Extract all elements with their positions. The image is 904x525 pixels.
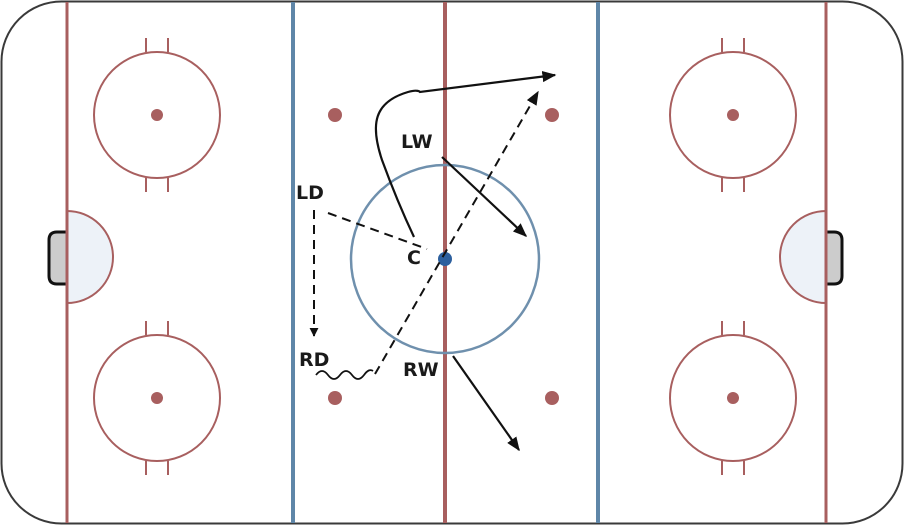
right-net (824, 230, 844, 286)
center-skating-path (374, 71, 557, 238)
center-faceoff-dot (438, 252, 452, 266)
rd-skating-squiggle (315, 369, 374, 380)
faceoff-circle-right-top (669, 38, 797, 192)
player-label-rw: RW (403, 359, 439, 381)
pass-rd-to-lw-stretch (374, 90, 539, 375)
left-goal-crease (66, 209, 114, 305)
neutral-dot-bottom-left (328, 391, 342, 405)
faceoff-circle-right-bottom (669, 321, 797, 475)
player-label-lw: LW (401, 131, 433, 153)
right-goal-crease (779, 209, 827, 305)
left-net (47, 230, 69, 286)
rw-skating-path (452, 355, 520, 452)
neutral-dot-top-left (328, 108, 342, 122)
faceoff-circle-left-bottom (93, 321, 221, 475)
player-label-rd: RD (299, 349, 329, 371)
player-label-ld: LD (296, 182, 324, 204)
faceoff-circle-left-top (93, 38, 221, 192)
player-label-c: C (407, 247, 421, 269)
neutral-dot-bottom-right (545, 391, 559, 405)
center-circle (349, 163, 541, 355)
pass-ld-to-c (327, 212, 428, 250)
lw-skating-path (441, 156, 528, 237)
neutral-dot-top-right (545, 108, 559, 122)
